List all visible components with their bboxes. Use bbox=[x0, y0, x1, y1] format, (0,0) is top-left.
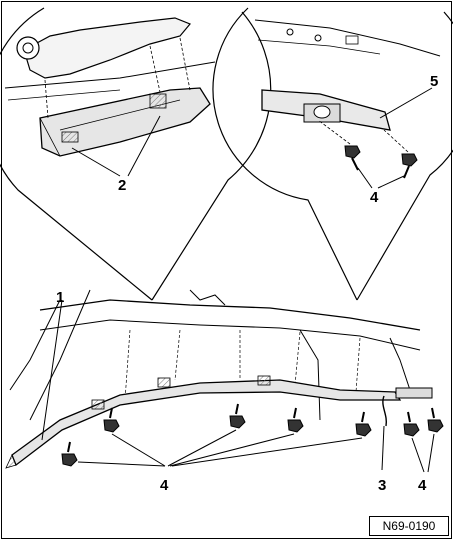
detail-circle-right bbox=[212, 7, 453, 301]
callout-label: 5 bbox=[430, 73, 438, 90]
bolt-icon bbox=[403, 411, 420, 437]
bolt-icon bbox=[344, 145, 361, 171]
callout-label: 4 bbox=[370, 189, 379, 206]
bolt-icon bbox=[61, 441, 78, 467]
bolt-icon bbox=[355, 411, 372, 437]
bolt-icon bbox=[229, 403, 246, 429]
figure-reference-code: N69-0190 bbox=[369, 516, 449, 536]
bolt-icon bbox=[401, 153, 418, 179]
bolt-icon bbox=[427, 407, 444, 433]
curtain-airbag bbox=[5, 375, 433, 469]
leader-lines bbox=[41, 299, 435, 473]
bolt-icon bbox=[103, 407, 120, 433]
callout-label: 3 bbox=[378, 477, 386, 494]
callout-label: 4 bbox=[418, 477, 427, 494]
detail-circle-left bbox=[0, 7, 272, 301]
bolt-icon bbox=[287, 407, 304, 433]
callout-label: 4 bbox=[160, 477, 169, 494]
callout-label: 1 bbox=[56, 289, 64, 306]
vehicle-body-frame bbox=[9, 289, 421, 421]
callout-label: 2 bbox=[118, 177, 126, 194]
